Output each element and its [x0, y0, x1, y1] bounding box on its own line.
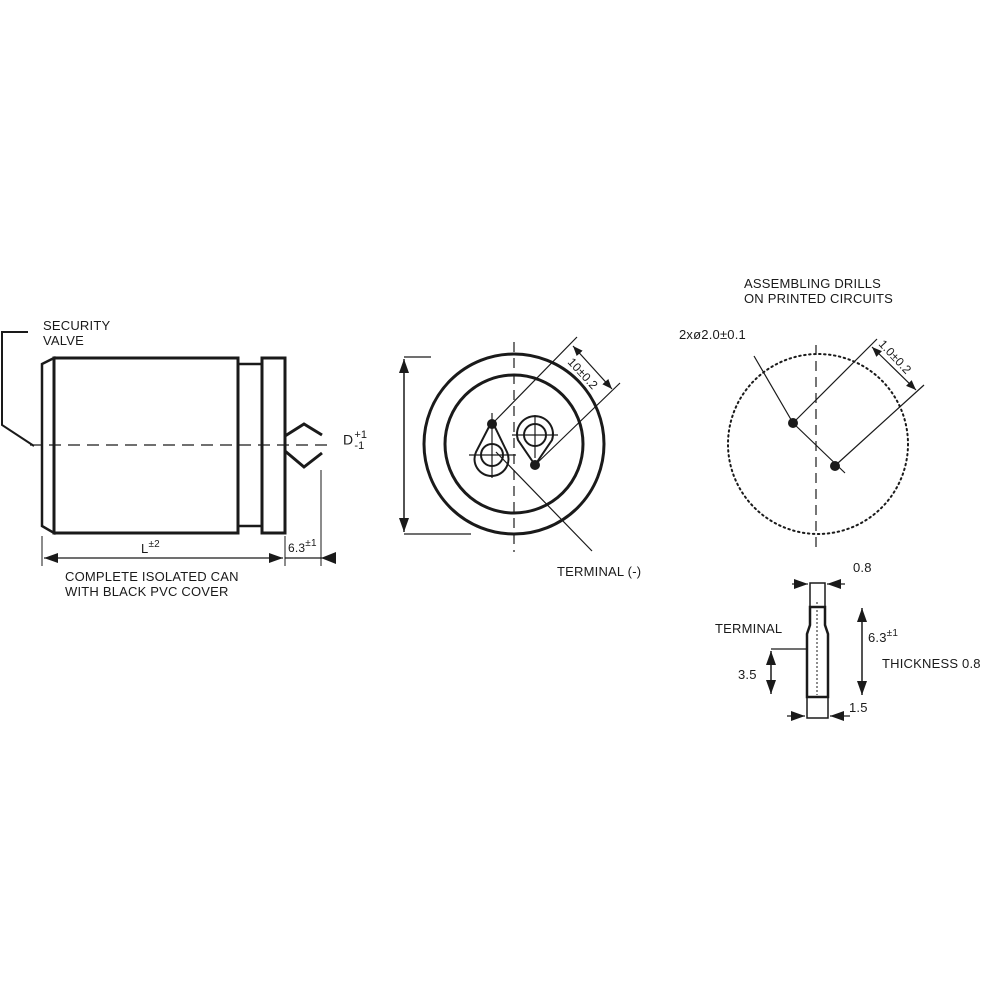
security-valve-line-2: VALVE — [43, 333, 84, 348]
terminal-length-tolerance: ±1 — [305, 538, 317, 549]
width-bottom-label: 1.5 — [849, 700, 868, 715]
drill-title: ASSEMBLING DRILLS ON PRINTED CIRCUITS — [744, 276, 893, 306]
diameter-symbol: D — [343, 431, 354, 448]
terminal-base — [806, 696, 829, 719]
terminal-minus-label: TERMINAL (-) — [557, 564, 642, 579]
terminal-minus-leader — [495, 451, 593, 552]
security-valve-leader — [0, 331, 35, 447]
hole-label: 2xø2.0±0.1 — [679, 327, 746, 342]
drill-title-line-2: ON PRINTED CIRCUITS — [744, 291, 893, 306]
offset-label: 3.5 — [738, 667, 757, 682]
terminal-length-detail: 6.3±1 — [868, 628, 899, 647]
drill-hole-2 — [830, 461, 840, 471]
end-view — [399, 336, 621, 552]
diameter-tol-minus: -1 — [354, 440, 365, 452]
terminal-length-detail-value: 6.3 — [868, 630, 887, 645]
length-symbol: L — [141, 541, 149, 556]
side-view — [0, 331, 336, 566]
can-caption-line-2: WITH BLACK PVC COVER — [65, 584, 229, 599]
terminal-chevron-top — [284, 422, 323, 438]
pitch-dimension — [572, 345, 613, 390]
terminal-length-detail-tol: ±1 — [886, 628, 899, 639]
can-caption: COMPLETE ISOLATED CAN WITH BLACK PVC COV… — [65, 569, 239, 599]
can-caption-line-1: COMPLETE ISOLATED CAN — [65, 569, 239, 584]
security-valve-label: SECURITY VALVE — [43, 318, 110, 348]
terminal-chevron-bottom — [284, 449, 323, 469]
terminal-label: TERMINAL — [715, 621, 783, 636]
drill-pitch-dimension — [871, 346, 917, 391]
diameter-label: D+1-1 — [343, 430, 367, 452]
security-valve-line-1: SECURITY — [43, 318, 111, 333]
drill-hole-1 — [788, 418, 798, 428]
thickness-label: THICKNESS 0.8 — [882, 656, 981, 671]
width-top-label: 0.8 — [853, 560, 872, 575]
diameter-tolerance: +1-1 — [354, 430, 367, 452]
terminal-length-value: 6.3 — [288, 541, 306, 555]
terminal-length-label: 6.3±1 — [288, 538, 317, 557]
drill-title-line-1: ASSEMBLING DRILLS — [744, 276, 882, 291]
terminal-detail — [766, 579, 867, 721]
length-label: L±2 — [141, 539, 160, 558]
drill-view — [727, 338, 925, 550]
drill-outline-dotted — [727, 353, 909, 535]
hole-leader — [753, 355, 794, 424]
diameter-tol-plus: +1 — [354, 429, 368, 441]
length-tolerance: ±2 — [148, 539, 160, 550]
